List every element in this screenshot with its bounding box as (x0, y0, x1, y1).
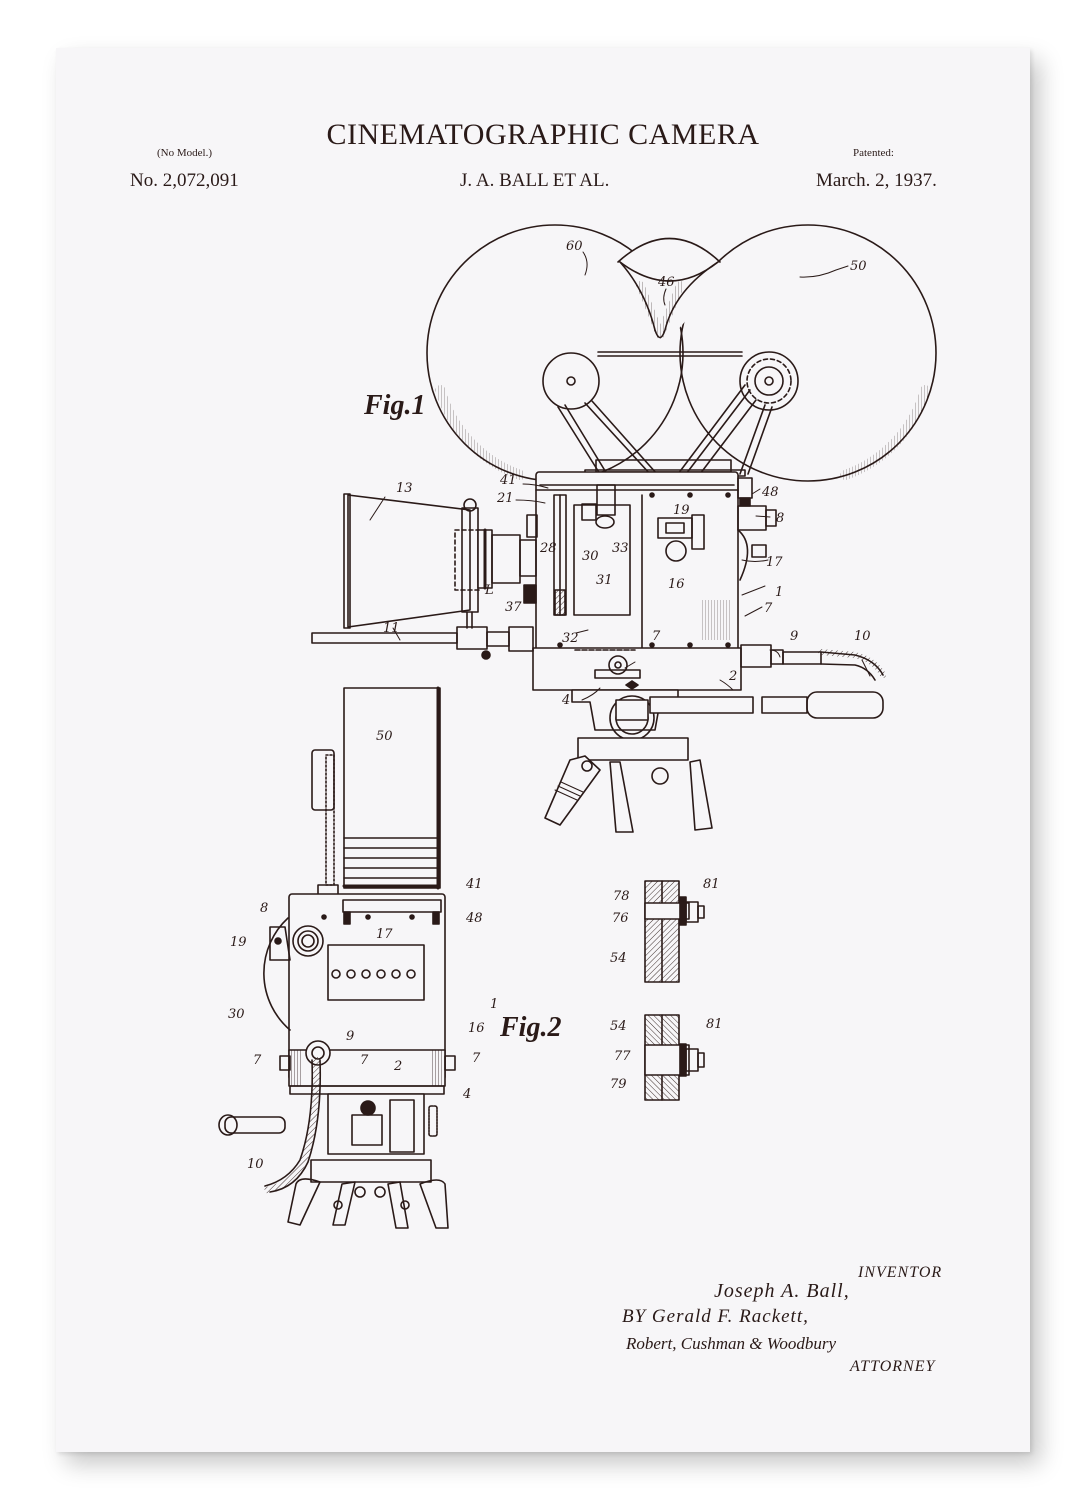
ref-19: 19 (673, 503, 690, 518)
ref-33: 33 (612, 541, 629, 556)
fig1-label: Fig.1 (364, 390, 426, 421)
fig2-ref-30: 30 (228, 1007, 245, 1022)
fig2-ref-19: 19 (230, 935, 247, 950)
ref-30: 30 (582, 549, 599, 564)
ref-21: 21 (496, 491, 514, 506)
fig2-ref-50: 50 (376, 729, 393, 744)
fig2-ref-7-right: 7 (472, 1051, 481, 1066)
ref-41: 41 (499, 473, 517, 488)
fig2-ref-48: 48 (465, 911, 483, 926)
fig2-ref-41: 41 (465, 877, 483, 892)
detail-ref-76: 76 (612, 911, 629, 926)
ref-10: 10 (854, 629, 871, 644)
detail-ref-77: 77 (614, 1049, 631, 1064)
detail-section-drawing (644, 880, 705, 1101)
ref-9: 9 (790, 629, 798, 644)
detail-ref-81-top: 81 (703, 877, 720, 892)
reel-50 (679, 224, 937, 482)
fig2-drawing (218, 686, 456, 1229)
detail-ref-54-bottom: 54 (610, 1019, 627, 1034)
patent-title: CINEMATOGRAPHIC CAMERA (326, 118, 760, 151)
fig2-ref-8: 8 (260, 901, 268, 916)
magazine-50 (343, 687, 441, 889)
detail-ref-81-bottom: 81 (706, 1017, 723, 1032)
ref-11: 11 (383, 621, 400, 636)
fig2-ref-2: 2 (393, 1059, 402, 1074)
ref-8: 8 (776, 511, 784, 526)
ref-31: 31 (596, 573, 613, 588)
ref-37: 37 (505, 600, 522, 615)
ref-32: 32 (562, 631, 579, 646)
print-card (56, 48, 1030, 1452)
fig2-ref-16: 16 (468, 1021, 485, 1036)
ref-L: L (484, 583, 494, 598)
detail-ref-78: 78 (613, 889, 630, 904)
ref-1: 1 (775, 585, 783, 600)
attorney-firm-signature: Robert, Cushman & Woodbury (626, 1334, 836, 1353)
fig2-ref-10: 10 (247, 1157, 264, 1172)
fig2-ref-4: 4 (462, 1087, 471, 1102)
ref-4: 4 (561, 693, 570, 708)
inventor-short: J. A. BALL ET AL. (460, 170, 610, 191)
inventor-name: Joseph A. Ball, (714, 1280, 850, 1302)
ref-16: 16 (668, 577, 685, 592)
attorney-label: ATTORNEY (850, 1358, 936, 1375)
fig2-ref-9: 9 (346, 1029, 354, 1044)
patented-label: Patented: (853, 147, 894, 159)
patent-date: March. 2, 1937. (816, 170, 937, 191)
ref-50: 50 (850, 259, 867, 274)
ref-60: 60 (566, 239, 583, 254)
pan-handle (806, 691, 884, 719)
by-line: BY Gerald F. Rackett, (622, 1306, 809, 1327)
matte-box-13 (347, 494, 471, 628)
ref-13: 13 (396, 481, 413, 496)
detail-ref-54-top: 54 (610, 951, 627, 966)
fig1-drawing (311, 224, 937, 833)
fig2-ref-7-mid: 7 (360, 1053, 369, 1068)
no-model-label: (No Model.) (157, 147, 212, 159)
ref-28: 28 (539, 541, 557, 556)
ref-46: 46 (657, 275, 675, 290)
fig2-ref-17: 17 (376, 927, 393, 942)
fig2-ref-7-left: 7 (253, 1053, 262, 1068)
ref-17: 17 (766, 555, 783, 570)
ref-7-base: 7 (652, 629, 661, 644)
ref-7-right: 7 (764, 601, 773, 616)
magazine-top-46 (617, 237, 721, 263)
patent-number: No. 2,072,091 (130, 170, 239, 191)
inventor-label: INVENTOR (858, 1264, 943, 1281)
ref-2: 2 (728, 669, 737, 684)
fig2-ref-1: 1 (490, 997, 498, 1012)
detail-ref-79: 79 (610, 1077, 627, 1092)
ref-48: 48 (761, 485, 779, 500)
fig2-label: Fig.2 (500, 1012, 562, 1043)
